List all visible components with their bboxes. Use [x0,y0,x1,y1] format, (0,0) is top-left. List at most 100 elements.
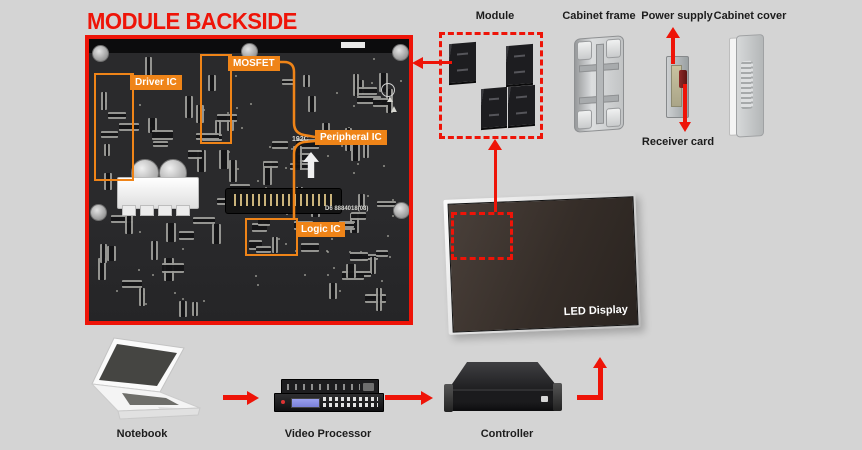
pcb-board: ▲ ▲ Driver IC MOSFET Peripheral IC Logic… [89,39,409,321]
pcb-solder-pad [241,127,244,130]
pcb-chip [340,222,355,229]
receiver-card-image [679,70,687,88]
power-connector-icon [117,177,199,216]
pcb-chip [379,72,388,92]
pcb-chip [264,161,279,169]
led-display-label: LED Display [563,303,629,319]
pcb-chip [217,114,237,123]
peripheral-brace-connector [273,60,316,218]
pcb-chip [301,242,320,253]
pcb-solder-pad [181,247,184,250]
page-title: MODULE BACKSIDE [87,8,297,34]
pcb-chip [111,214,133,224]
pcb-solder-pad [388,255,391,258]
pcb-solder-pad [278,237,281,240]
controller-image [448,362,560,390]
pcb-solder-pad [391,198,394,201]
arrow-processor-to-controller [385,395,421,400]
pcb-chip [364,293,386,303]
pcb-chip [354,86,378,95]
pcb-solder-pad [237,168,240,171]
pcb-solder-pad [326,251,329,254]
arrow-controller-to-display [598,367,603,400]
pcb-solder-pad [338,290,341,293]
arrowhead-right-icon [247,391,259,405]
pcb-chip [147,118,158,134]
pcb-solder-pad [381,280,384,283]
pcb-chip [103,143,111,156]
pcb-chip [103,173,112,190]
pcb-solder-pad [326,274,329,277]
driver-ic-outline [94,73,134,181]
pcb-chip [272,140,289,150]
pcb-chip [106,245,116,262]
pcb-solder-pad [285,167,288,170]
pcb-chip [298,152,313,162]
pcb-chip [376,250,389,258]
pcb-chip [362,140,369,159]
notebook-label: Notebook [116,428,168,440]
pcb-solder-pad [226,112,229,115]
receiver-card-label: Receiver card [641,136,715,148]
arrowhead-left-icon [412,57,423,69]
controller-label: Controller [480,428,534,440]
cabinet-cover-label: Cabinet cover [713,10,787,22]
pcb-solder-pad [370,82,373,85]
pcb-chip [353,73,360,96]
pcb-chip [263,161,273,185]
arrow-to-power-supply [671,37,675,64]
pcb-chip [271,236,278,253]
pcb-chip [281,78,295,86]
pcb-solder-pad [234,75,237,78]
power-supply-label: Power supply [641,10,713,22]
pcb-chip [197,150,207,173]
pcb-chip [357,95,381,104]
pcb-chip [214,120,221,137]
pcb-chip [358,194,365,207]
pcb-chip [350,212,366,220]
screw-lug-icon [393,202,409,219]
pcb-chip [385,89,393,113]
module-panel-image [508,84,535,129]
pcb-solder-pad [331,238,334,241]
pcb-chip [150,240,159,260]
pcb-solder-pad [236,107,239,110]
pcb-solder-pad [203,108,206,111]
pcb-solder-pad [400,79,403,82]
pcb-chip [187,150,203,160]
pcb-photo: ▲ ▲ Driver IC MOSFET Peripheral IC Logic… [85,35,413,325]
pcb-chip [165,222,176,242]
pcb-chip [184,96,193,119]
pcb-chip [152,130,174,140]
logic-ic-outline [245,218,298,256]
pcb-solder-pad [256,180,259,183]
pcb-solder-pad [255,275,258,278]
pcb-chip [248,240,263,251]
pcb-chip [100,130,118,138]
arrow-notebook-to-processor [223,395,247,400]
cabinet-frame-image [574,35,624,133]
controller-rack-ear [444,384,453,412]
ribbon-connector-icon [225,188,342,214]
pcb-chip [369,256,377,274]
logic-ic-label: Logic IC [296,222,346,237]
cabinet-cover-image [729,34,764,138]
pcb-chip [161,263,184,273]
pcb-solder-pad [138,268,141,271]
pcb-chip [229,159,238,183]
warning-triangle-icon: ▲ [389,104,399,115]
pcb-chip [346,264,356,278]
pcb-solder-pad [340,145,343,148]
pcb-chip [255,246,271,253]
pcb-chip [122,280,143,288]
arrow-controller-to-display [577,395,603,400]
pcb-solder-pad [173,291,176,294]
pcb-chip [211,224,221,245]
pcb-chip [191,301,199,317]
arrowhead-up-icon [488,139,502,150]
pcb-solder-pad [303,274,306,277]
notebook-image [90,337,201,420]
pcb-chip [351,139,360,161]
pcb-solder-pad [152,273,155,276]
